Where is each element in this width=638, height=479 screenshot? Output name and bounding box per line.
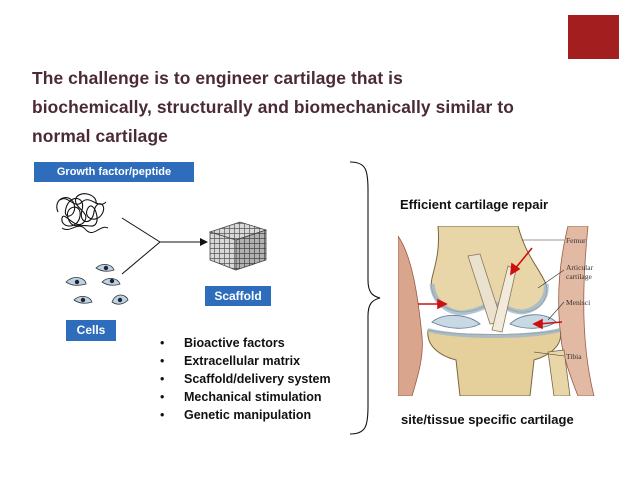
strategy-bullet-list: Bioactive factors Extracellular matrix S… [160, 334, 331, 424]
peptide-squiggle-icon [52, 188, 112, 236]
knee-anatomy-illustration: Femur Articular cartilage Menisci Tibia [398, 226, 630, 396]
list-item: Scaffold/delivery system [160, 370, 331, 388]
title-line-1: The challenge is to engineer cartilage t… [32, 64, 632, 93]
menisci-label: Menisci [566, 298, 590, 307]
cells-label: Cells [66, 320, 116, 341]
title-line-3: normal cartilage [32, 122, 632, 151]
list-item: Genetic manipulation [160, 406, 331, 424]
right-brace [346, 160, 386, 436]
growth-factor-label: Growth factor/peptide [34, 162, 194, 182]
articular-label-line-1: Articular [566, 263, 594, 272]
articular-label-line-2: cartilage [566, 272, 592, 281]
accent-square [568, 15, 619, 59]
list-item: Bioactive factors [160, 334, 331, 352]
slide-title: The challenge is to engineer cartilage t… [32, 64, 632, 151]
tibia-label: Tibia [566, 352, 582, 361]
list-item: Mechanical stimulation [160, 388, 331, 406]
title-line-2: biochemically, structurally and biomecha… [32, 93, 632, 122]
site-specific-text: site/tissue specific cartilage [401, 412, 574, 427]
femur-label: Femur [566, 236, 586, 245]
repair-outcome-text: Efficient cartilage repair [400, 197, 548, 212]
list-item: Extracellular matrix [160, 352, 331, 370]
merge-arrow [118, 212, 218, 282]
scaffold-illustration [204, 218, 268, 272]
scaffold-label: Scaffold [205, 286, 271, 306]
